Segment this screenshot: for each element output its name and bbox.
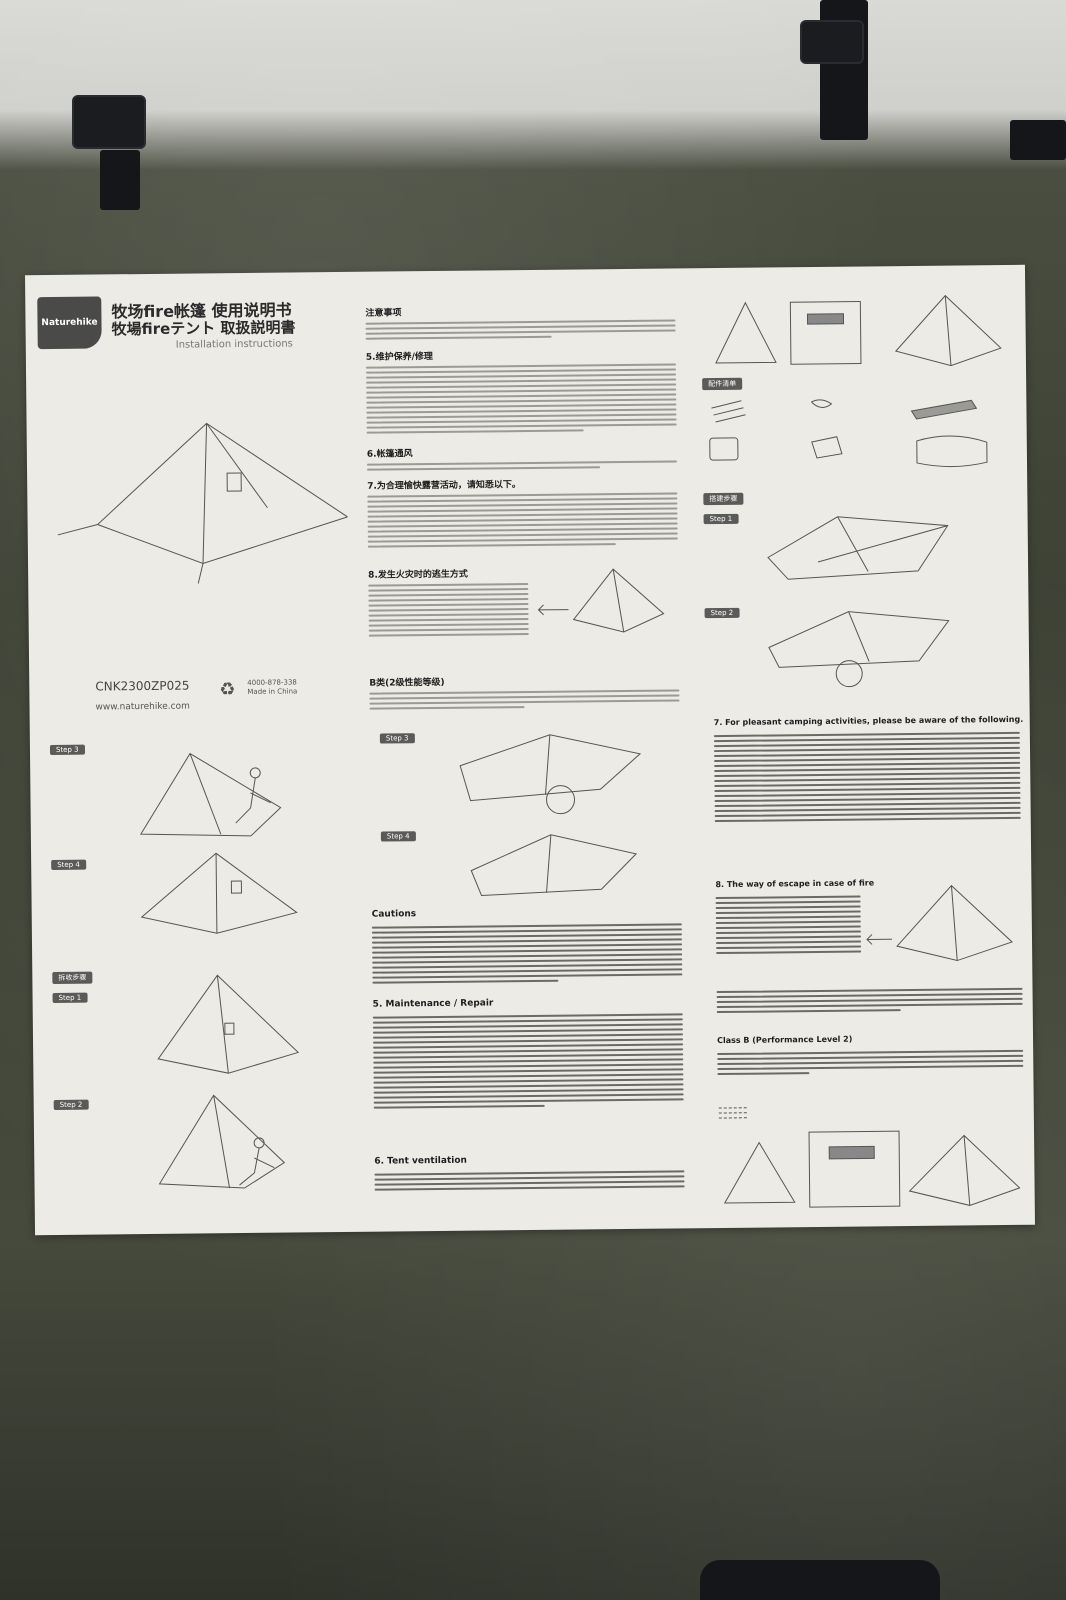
setup-step-2-illustration: [768, 611, 950, 688]
setup-step-4-badge: Step 4: [380, 831, 416, 842]
step-3-badge: Step 3: [49, 744, 85, 756]
setup-steps-badge: 搭建步骤: [703, 492, 744, 506]
takedown-step-2-badge: Step 2: [53, 1099, 89, 1111]
en-ventilation-heading: 6. Tent ventilation: [374, 1155, 467, 1167]
cn-weather-text: [367, 489, 678, 550]
parts-list-illustration: [709, 399, 988, 468]
en-escape-text: [715, 893, 862, 958]
buckle-top-left: [72, 95, 146, 149]
takedown-step-2-illustration: [158, 1094, 286, 1189]
tent-overview-illustration: [57, 422, 349, 584]
en-cautions-heading: Cautions: [371, 909, 417, 920]
takedown-step-1-illustration: [157, 974, 300, 1074]
cn-classB-text: [369, 686, 680, 712]
takedown-badge: 拆收步骤: [52, 971, 93, 985]
cn-notes-text: [365, 316, 676, 342]
en-classB-heading: Class B (Performance Level 2): [717, 1034, 853, 1046]
setup-step-1-badge: Step 1: [703, 513, 739, 525]
column-left: Naturehike 牧场fire帐篷 使用说明书 牧場fireテント 取扱説明…: [25, 272, 365, 1235]
strap-bottom: [700, 1560, 940, 1600]
setup-step-2-badge: Step 2: [704, 607, 740, 619]
setup-step-3-illustration: [459, 734, 642, 815]
en-pleasant-heading: 7. For pleasant camping activities, plea…: [713, 714, 1024, 728]
strap-right: [1010, 120, 1066, 160]
hotline-info: 4000-878-338 Made in China: [247, 678, 297, 697]
website-url: www.naturehike.com: [95, 701, 190, 713]
cn-ventilation-text: [366, 457, 677, 473]
column-middle: 注意事项 5.维护保养/修理 6.帐篷通风 7.为合理愉快露营活动，请知悉以下。…: [355, 268, 695, 1231]
setup-step-4-illustration: [470, 834, 638, 897]
cn-weather-heading: 7.为合理愉快露营活动，请知悉以下。: [367, 480, 521, 492]
tent-dimensions-diagram: [715, 294, 1002, 367]
fire-escape-illustration-en: [866, 884, 1013, 962]
takedown-step-1-badge: Step 1: [52, 992, 88, 1004]
title-english: Installation instructions: [175, 338, 293, 351]
buckle-top-right: [800, 20, 864, 64]
hotline-number: 4000-878-338: [247, 678, 297, 687]
step-4-illustration: [140, 852, 298, 934]
model-number: CNK2300ZP025: [95, 678, 190, 694]
cn-maintenance-text: [365, 360, 677, 436]
en-escape-heading: 8. The way of escape in case of fire: [715, 878, 875, 890]
fire-escape-illustration-cn: [537, 568, 665, 633]
en-ventilation-text: [374, 1167, 685, 1193]
instruction-sheet: Naturehike 牧场fire帐篷 使用说明书 牧場fireテント 取扱説明…: [25, 264, 1035, 1236]
title-japanese: 牧場fireテント 取扱説明書: [111, 318, 296, 339]
en-classB-text: [717, 1047, 1024, 1078]
naturehike-logo: Naturehike: [37, 296, 102, 350]
en-pleasant-text: [713, 729, 1021, 825]
tent-dimensions-diagram-bottom: [718, 1107, 1021, 1208]
cn-classB-heading: B类(2级性能等级): [369, 677, 445, 689]
cn-fire-text: [368, 580, 529, 640]
step-3-illustration: [139, 752, 282, 837]
cn-fire-heading: 8.发生火灾时的逃生方式: [368, 569, 468, 581]
step-4-badge: Step 4: [51, 859, 86, 871]
en-maintenance-heading: 5. Maintenance / Repair: [372, 998, 494, 1010]
made-in-label: Made in China: [247, 687, 298, 696]
strap-top-left: [100, 150, 140, 210]
parts-list-badge: 配件清单: [702, 377, 743, 391]
en-specs-text: [716, 985, 1023, 1016]
setup-step-1-illustration: [767, 516, 949, 580]
cn-maintenance-heading: 5.维护保养/修理: [365, 351, 433, 363]
recycle-icon: ♻: [219, 679, 236, 701]
column-right: 配件清单 搭建步骤 Step 1 Step 2: [685, 265, 1035, 1229]
cn-notes-heading: 注意事项: [365, 308, 402, 319]
en-cautions-text: [371, 920, 683, 986]
en-maintenance-text: [372, 1010, 684, 1111]
cn-ventilation-heading: 6.帐篷通风: [366, 449, 413, 460]
setup-step-3-badge: Step 3: [379, 733, 415, 744]
